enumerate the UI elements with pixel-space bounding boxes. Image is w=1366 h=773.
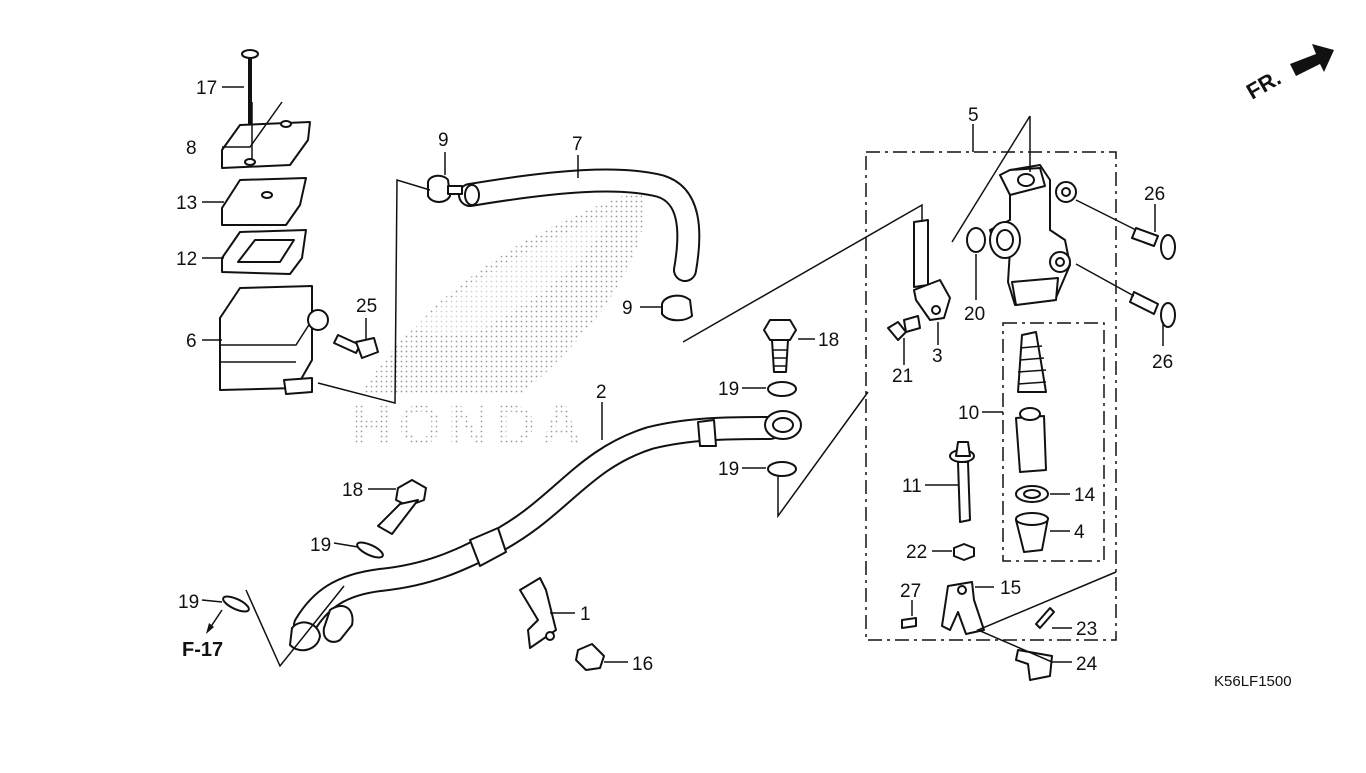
banjo-bolt-upper xyxy=(763,319,797,373)
callout-18-upper[interactable]: 18 xyxy=(818,330,839,351)
callout-13[interactable]: 13 xyxy=(176,193,197,214)
honda-wing-watermark: HONDA xyxy=(352,190,644,456)
bolt-16 xyxy=(575,643,605,671)
callout-17[interactable]: 17 xyxy=(196,78,217,99)
callout-7[interactable]: 7 xyxy=(572,134,583,155)
reservoir-cap xyxy=(221,120,311,169)
callout-20[interactable]: 20 xyxy=(964,304,985,325)
callout-5[interactable]: 5 xyxy=(968,105,979,126)
washer-19-b xyxy=(767,461,797,477)
reservoir-hose xyxy=(458,168,701,282)
master-cylinder-assembly-box xyxy=(865,151,1117,641)
callout-9-upper[interactable]: 9 xyxy=(438,130,449,151)
reservoir-tank xyxy=(219,285,329,395)
cotter-pin-23 xyxy=(1035,607,1055,629)
reservoir-screw xyxy=(241,49,259,132)
front-direction-arrow: FR. xyxy=(1242,44,1334,104)
piston xyxy=(1015,407,1047,473)
callout-26-upper[interactable]: 26 xyxy=(1144,184,1165,205)
diaphragm-plate xyxy=(221,177,307,226)
brake-hose xyxy=(289,410,802,652)
callout-27[interactable]: 27 xyxy=(900,581,921,602)
master-cylinder-body xyxy=(989,164,1077,306)
nut-22 xyxy=(953,543,975,561)
mounting-bolt-26-upper xyxy=(1131,227,1176,260)
screw-21 xyxy=(887,315,921,341)
piston-set-box xyxy=(1002,322,1105,562)
push-rod-joint-15 xyxy=(941,581,985,635)
callout-19-c[interactable]: 19 xyxy=(310,535,331,556)
callout-1[interactable]: 1 xyxy=(580,604,591,625)
piston-spring xyxy=(1017,331,1047,393)
callout-6[interactable]: 6 xyxy=(186,331,197,352)
bolt-25 xyxy=(333,334,379,359)
hose-clip-upper xyxy=(427,174,463,203)
callout-21[interactable]: 21 xyxy=(892,366,913,387)
snap-ring-14 xyxy=(1015,485,1049,503)
hose-joint-3 xyxy=(913,219,951,321)
mounting-bolt-26-lower xyxy=(1129,291,1176,328)
callouts: 17 8 13 12 6 25 9 7 9 18 19 2 19 18 19 1… xyxy=(176,78,1173,675)
hose-clip-lower xyxy=(661,294,693,322)
leader-lines xyxy=(201,86,1164,668)
callout-19-b[interactable]: 19 xyxy=(718,459,739,480)
banjo-bolt-lower xyxy=(377,479,427,535)
callout-10[interactable]: 10 xyxy=(958,403,979,424)
callout-9-lower[interactable]: 9 xyxy=(622,298,633,319)
reference-label: F-17 xyxy=(182,639,223,661)
callout-16[interactable]: 16 xyxy=(632,654,653,675)
callout-18-lower[interactable]: 18 xyxy=(342,480,363,501)
callout-2[interactable]: 2 xyxy=(596,382,607,403)
callout-3[interactable]: 3 xyxy=(932,346,943,367)
washer-19-c xyxy=(356,541,384,559)
diagram-code-label: K56LF1500 xyxy=(1214,673,1292,690)
callout-19-d[interactable]: 19 xyxy=(178,592,199,613)
hose-clamp-bracket xyxy=(519,577,557,649)
callout-8[interactable]: 8 xyxy=(186,138,197,159)
callout-14[interactable]: 14 xyxy=(1074,485,1096,506)
callout-12[interactable]: 12 xyxy=(176,249,197,270)
callout-22[interactable]: 22 xyxy=(906,542,927,563)
diaphragm xyxy=(221,229,307,275)
callout-15[interactable]: 15 xyxy=(1000,578,1021,599)
push-rod xyxy=(949,441,975,523)
boot-4 xyxy=(1015,512,1049,553)
callout-25[interactable]: 25 xyxy=(356,296,377,317)
callout-4[interactable]: 4 xyxy=(1074,522,1085,543)
front-indicator-label: FR. xyxy=(1242,65,1285,104)
washer-19-a xyxy=(767,381,797,397)
watermark-text: HONDA xyxy=(352,393,587,456)
callout-24[interactable]: 24 xyxy=(1076,654,1098,675)
callout-19-a[interactable]: 19 xyxy=(718,379,739,400)
callout-23[interactable]: 23 xyxy=(1076,619,1097,640)
washer-19-d xyxy=(222,595,250,613)
pin-27 xyxy=(901,617,917,629)
callout-11[interactable]: 11 xyxy=(902,476,922,497)
callout-26-lower[interactable]: 26 xyxy=(1152,352,1173,373)
o-ring-20 xyxy=(966,227,986,253)
